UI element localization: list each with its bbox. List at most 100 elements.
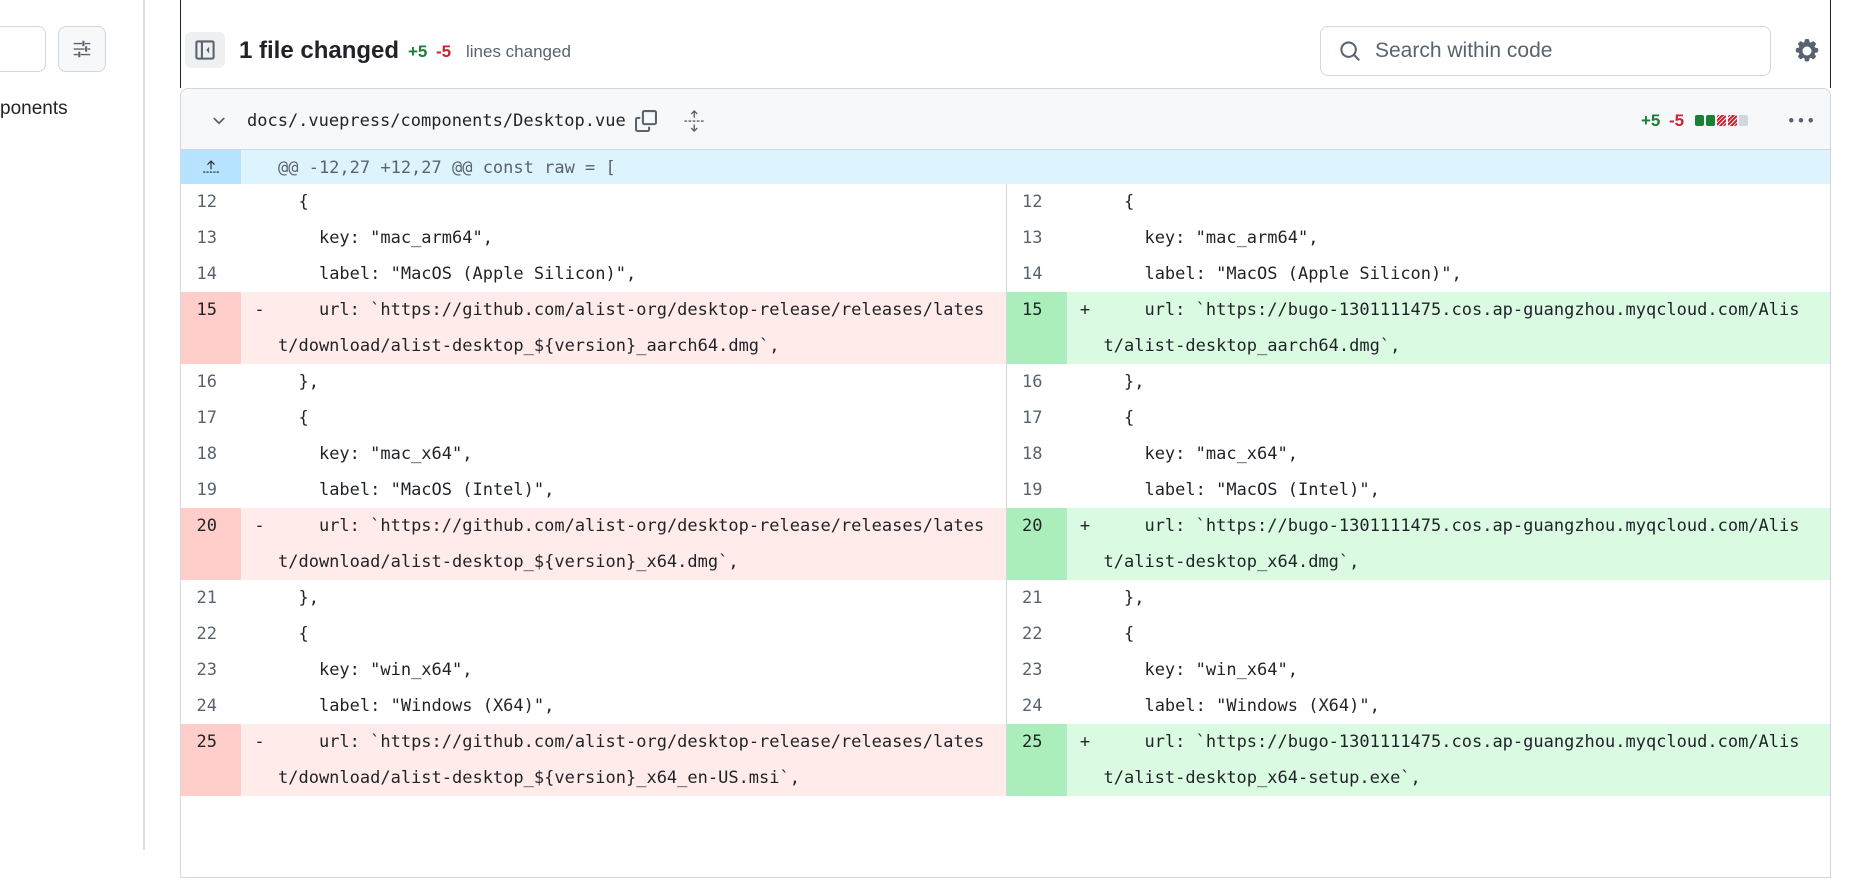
code-line: key: "win_x64", — [278, 660, 473, 680]
line-number[interactable]: 14 — [196, 264, 217, 284]
old-line: 23 key: "win_x64", — [181, 652, 1006, 688]
diff-row: 19 label: "MacOS (Intel)",19 label: "Mac… — [181, 472, 1830, 508]
code-line: label: "MacOS (Intel)", — [278, 480, 555, 500]
code-line: url: `https://bugo-1301111475.cos.ap-gua… — [1103, 732, 1800, 788]
diff-marker — [1067, 436, 1104, 472]
line-number[interactable]: 13 — [1022, 228, 1043, 248]
expand-all-button[interactable] — [680, 107, 708, 135]
line-number[interactable]: 15 — [1006, 292, 1067, 364]
collapse-file-button[interactable] — [207, 109, 231, 133]
search-placeholder: Search within code — [1375, 39, 1553, 62]
diffstat-block — [1695, 115, 1704, 126]
line-number[interactable]: 14 — [1022, 264, 1043, 284]
diff-marker — [1067, 616, 1104, 652]
file-options-button[interactable] — [1785, 107, 1817, 135]
line-number[interactable]: 18 — [1022, 444, 1043, 464]
diff-marker — [241, 400, 278, 436]
old-line: 15- url: `https://github.com/alist-org/d… — [181, 292, 1006, 364]
file-filter-input[interactable] — [0, 26, 46, 72]
line-number[interactable]: 12 — [1022, 192, 1043, 212]
diff-marker — [241, 580, 278, 616]
line-number[interactable]: 20 — [181, 508, 241, 580]
diff-marker: + — [1079, 300, 1091, 320]
code-line: }, — [278, 372, 319, 392]
diff-marker — [241, 688, 278, 724]
file-path[interactable]: docs/.vuepress/components/Desktop.vue — [247, 111, 626, 131]
diff-marker — [241, 184, 278, 220]
sidebar-collapse-icon — [195, 40, 215, 60]
line-number[interactable]: 22 — [196, 624, 217, 644]
old-line: 21 }, — [181, 580, 1006, 616]
line-number[interactable]: 23 — [196, 660, 217, 680]
new-line: 21 }, — [1005, 580, 1831, 616]
new-line: 16 }, — [1005, 364, 1831, 400]
new-line: 20+ url: `https://bugo-1301111475.cos.ap… — [1005, 508, 1830, 580]
line-number[interactable]: 17 — [196, 408, 217, 428]
line-number[interactable]: 19 — [1022, 480, 1043, 500]
code-line: url: `https://bugo-1301111475.cos.ap-gua… — [1103, 516, 1800, 572]
line-number[interactable]: 24 — [1022, 696, 1043, 716]
new-line: 19 label: "MacOS (Intel)", — [1005, 472, 1831, 508]
new-line: 18 key: "mac_x64", — [1005, 436, 1831, 472]
code-line: key: "mac_arm64", — [278, 228, 493, 248]
code-line: }, — [1103, 588, 1145, 608]
line-number[interactable]: 25 — [1006, 724, 1067, 796]
diff-row: 25- url: `https://github.com/alist-org/d… — [181, 724, 1830, 796]
diff-marker — [241, 364, 278, 400]
diff-marker — [1067, 184, 1104, 220]
line-number[interactable]: 25 — [181, 724, 241, 796]
code-line: }, — [1103, 372, 1145, 392]
new-line: 15+ url: `https://bugo-1301111475.cos.ap… — [1005, 292, 1830, 364]
sidebar-file-tree-item[interactable]: ponents — [0, 98, 68, 119]
code-line: key: "mac_x64", — [1103, 444, 1298, 464]
copy-icon — [635, 110, 657, 132]
old-line: 24 label: "Windows (X64)", — [181, 688, 1006, 724]
diff-marker — [1067, 220, 1104, 256]
hunk-header-text: @@ -12,27 +12,27 @@ const raw = [ — [278, 158, 616, 178]
diff-row: 17 {17 { — [181, 400, 1830, 436]
line-number[interactable]: 21 — [1022, 588, 1043, 608]
line-number[interactable]: 16 — [196, 372, 217, 392]
diffstat-block — [1728, 115, 1737, 126]
copy-path-button[interactable] — [632, 107, 660, 135]
code-line: key: "win_x64", — [1103, 660, 1298, 680]
files-changed-title: 1 file changed — [239, 37, 400, 64]
line-number[interactable]: 22 — [1022, 624, 1043, 644]
new-line: 23 key: "win_x64", — [1005, 652, 1831, 688]
diff-marker — [241, 220, 278, 256]
diff-marker — [241, 256, 278, 292]
old-line: 14 label: "MacOS (Apple Silicon)", — [181, 256, 1006, 292]
diff-row: 15- url: `https://github.com/alist-org/d… — [181, 292, 1830, 364]
code-line: { — [1103, 624, 1135, 644]
line-number[interactable]: 17 — [1022, 408, 1043, 428]
line-number[interactable]: 24 — [196, 696, 217, 716]
file-deletions: -5 — [1669, 111, 1685, 130]
sliders-icon — [73, 40, 91, 58]
search-within-code-input[interactable]: Search within code — [1320, 26, 1771, 76]
line-number[interactable]: 15 — [181, 292, 241, 364]
line-number[interactable]: 16 — [1022, 372, 1043, 392]
code-line: key: "mac_x64", — [278, 444, 473, 464]
diff-marker — [1067, 256, 1104, 292]
line-number[interactable]: 12 — [196, 192, 217, 212]
line-number[interactable]: 21 — [196, 588, 217, 608]
new-line: 24 label: "Windows (X64)", — [1005, 688, 1831, 724]
old-line: 17 { — [181, 400, 1006, 436]
code-line: label: "Windows (X64)", — [1103, 696, 1380, 716]
code-line: }, — [278, 588, 319, 608]
expand-up-button[interactable] — [181, 150, 241, 184]
diff-settings-button[interactable] — [1792, 36, 1822, 66]
sidebar-divider — [143, 0, 145, 850]
line-number[interactable]: 19 — [196, 480, 217, 500]
diff-row: 13 key: "mac_arm64",13 key: "mac_arm64", — [181, 220, 1830, 256]
old-line: 13 key: "mac_arm64", — [181, 220, 1006, 256]
line-number[interactable]: 13 — [196, 228, 217, 248]
line-number[interactable]: 18 — [196, 444, 217, 464]
line-number[interactable]: 23 — [1022, 660, 1043, 680]
filter-options-button[interactable] — [58, 26, 106, 72]
diff-marker: - — [254, 732, 265, 752]
code-line: url: `https://github.com/alist-org/deskt… — [278, 732, 985, 788]
line-number[interactable]: 20 — [1006, 508, 1067, 580]
toggle-file-tree-button[interactable] — [185, 32, 225, 68]
new-line: 25+ url: `https://bugo-1301111475.cos.ap… — [1005, 724, 1830, 796]
